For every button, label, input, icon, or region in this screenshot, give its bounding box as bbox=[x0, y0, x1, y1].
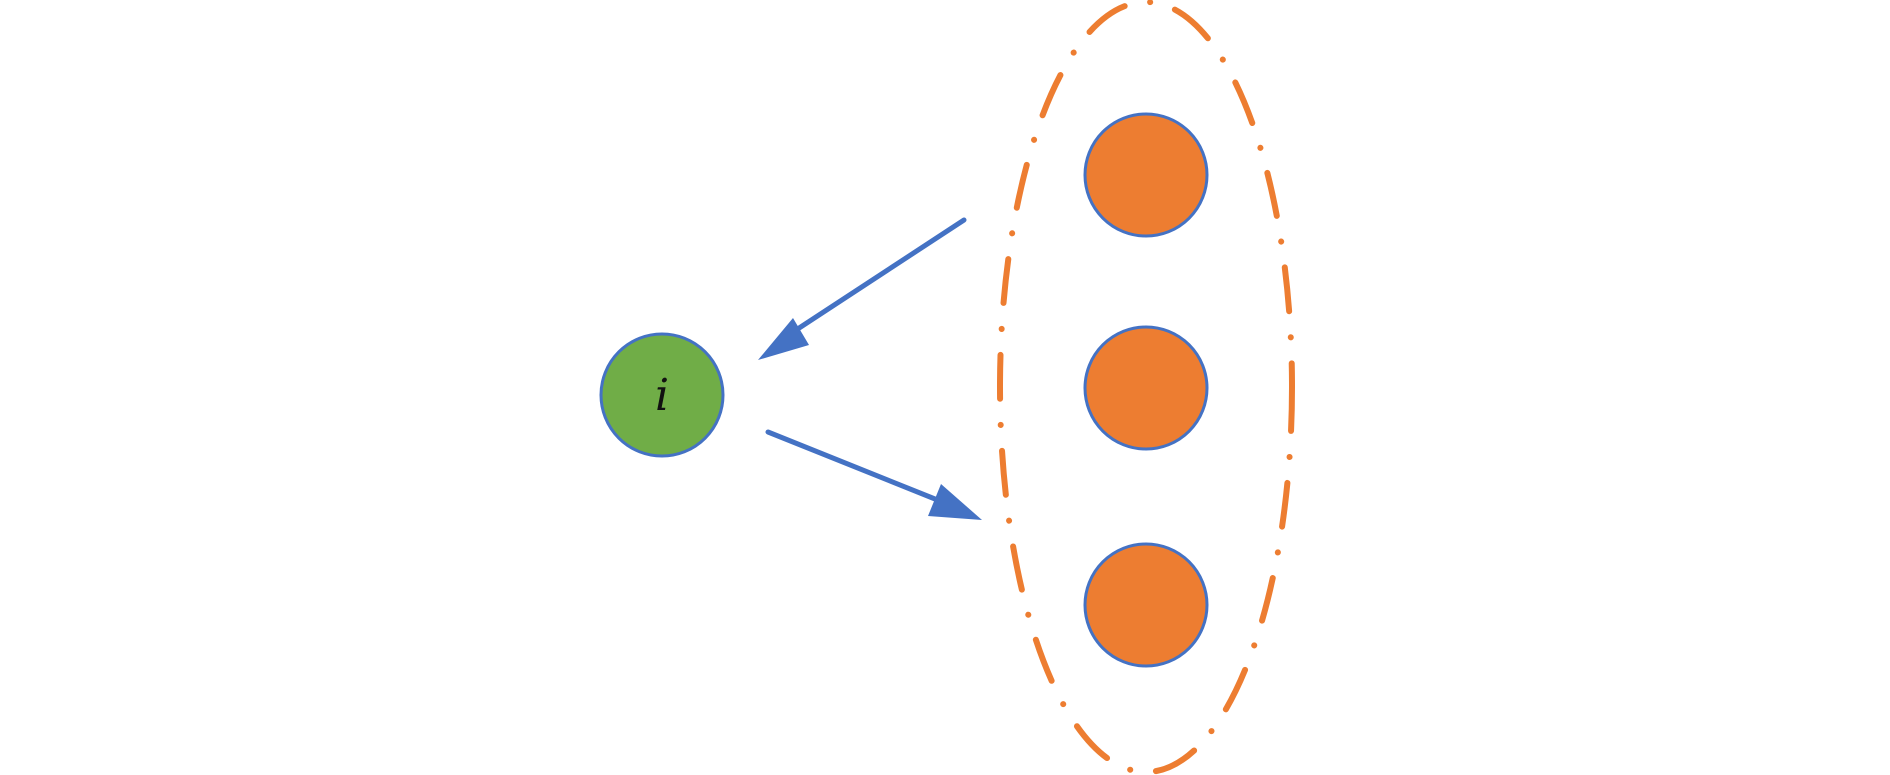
center-node bbox=[599, 332, 725, 458]
arrowhead-group-to-node bbox=[758, 318, 809, 360]
group-node-1 bbox=[1083, 112, 1209, 238]
arrow-node-to-group bbox=[765, 429, 948, 506]
center-node-label: i bbox=[655, 370, 669, 421]
group-boundary bbox=[997, 0, 1295, 775]
group-node-3 bbox=[1083, 542, 1209, 668]
arrow-group-to-node bbox=[787, 217, 967, 337]
group-node-2 bbox=[1083, 325, 1209, 451]
arrowhead-node-to-group bbox=[928, 484, 982, 520]
